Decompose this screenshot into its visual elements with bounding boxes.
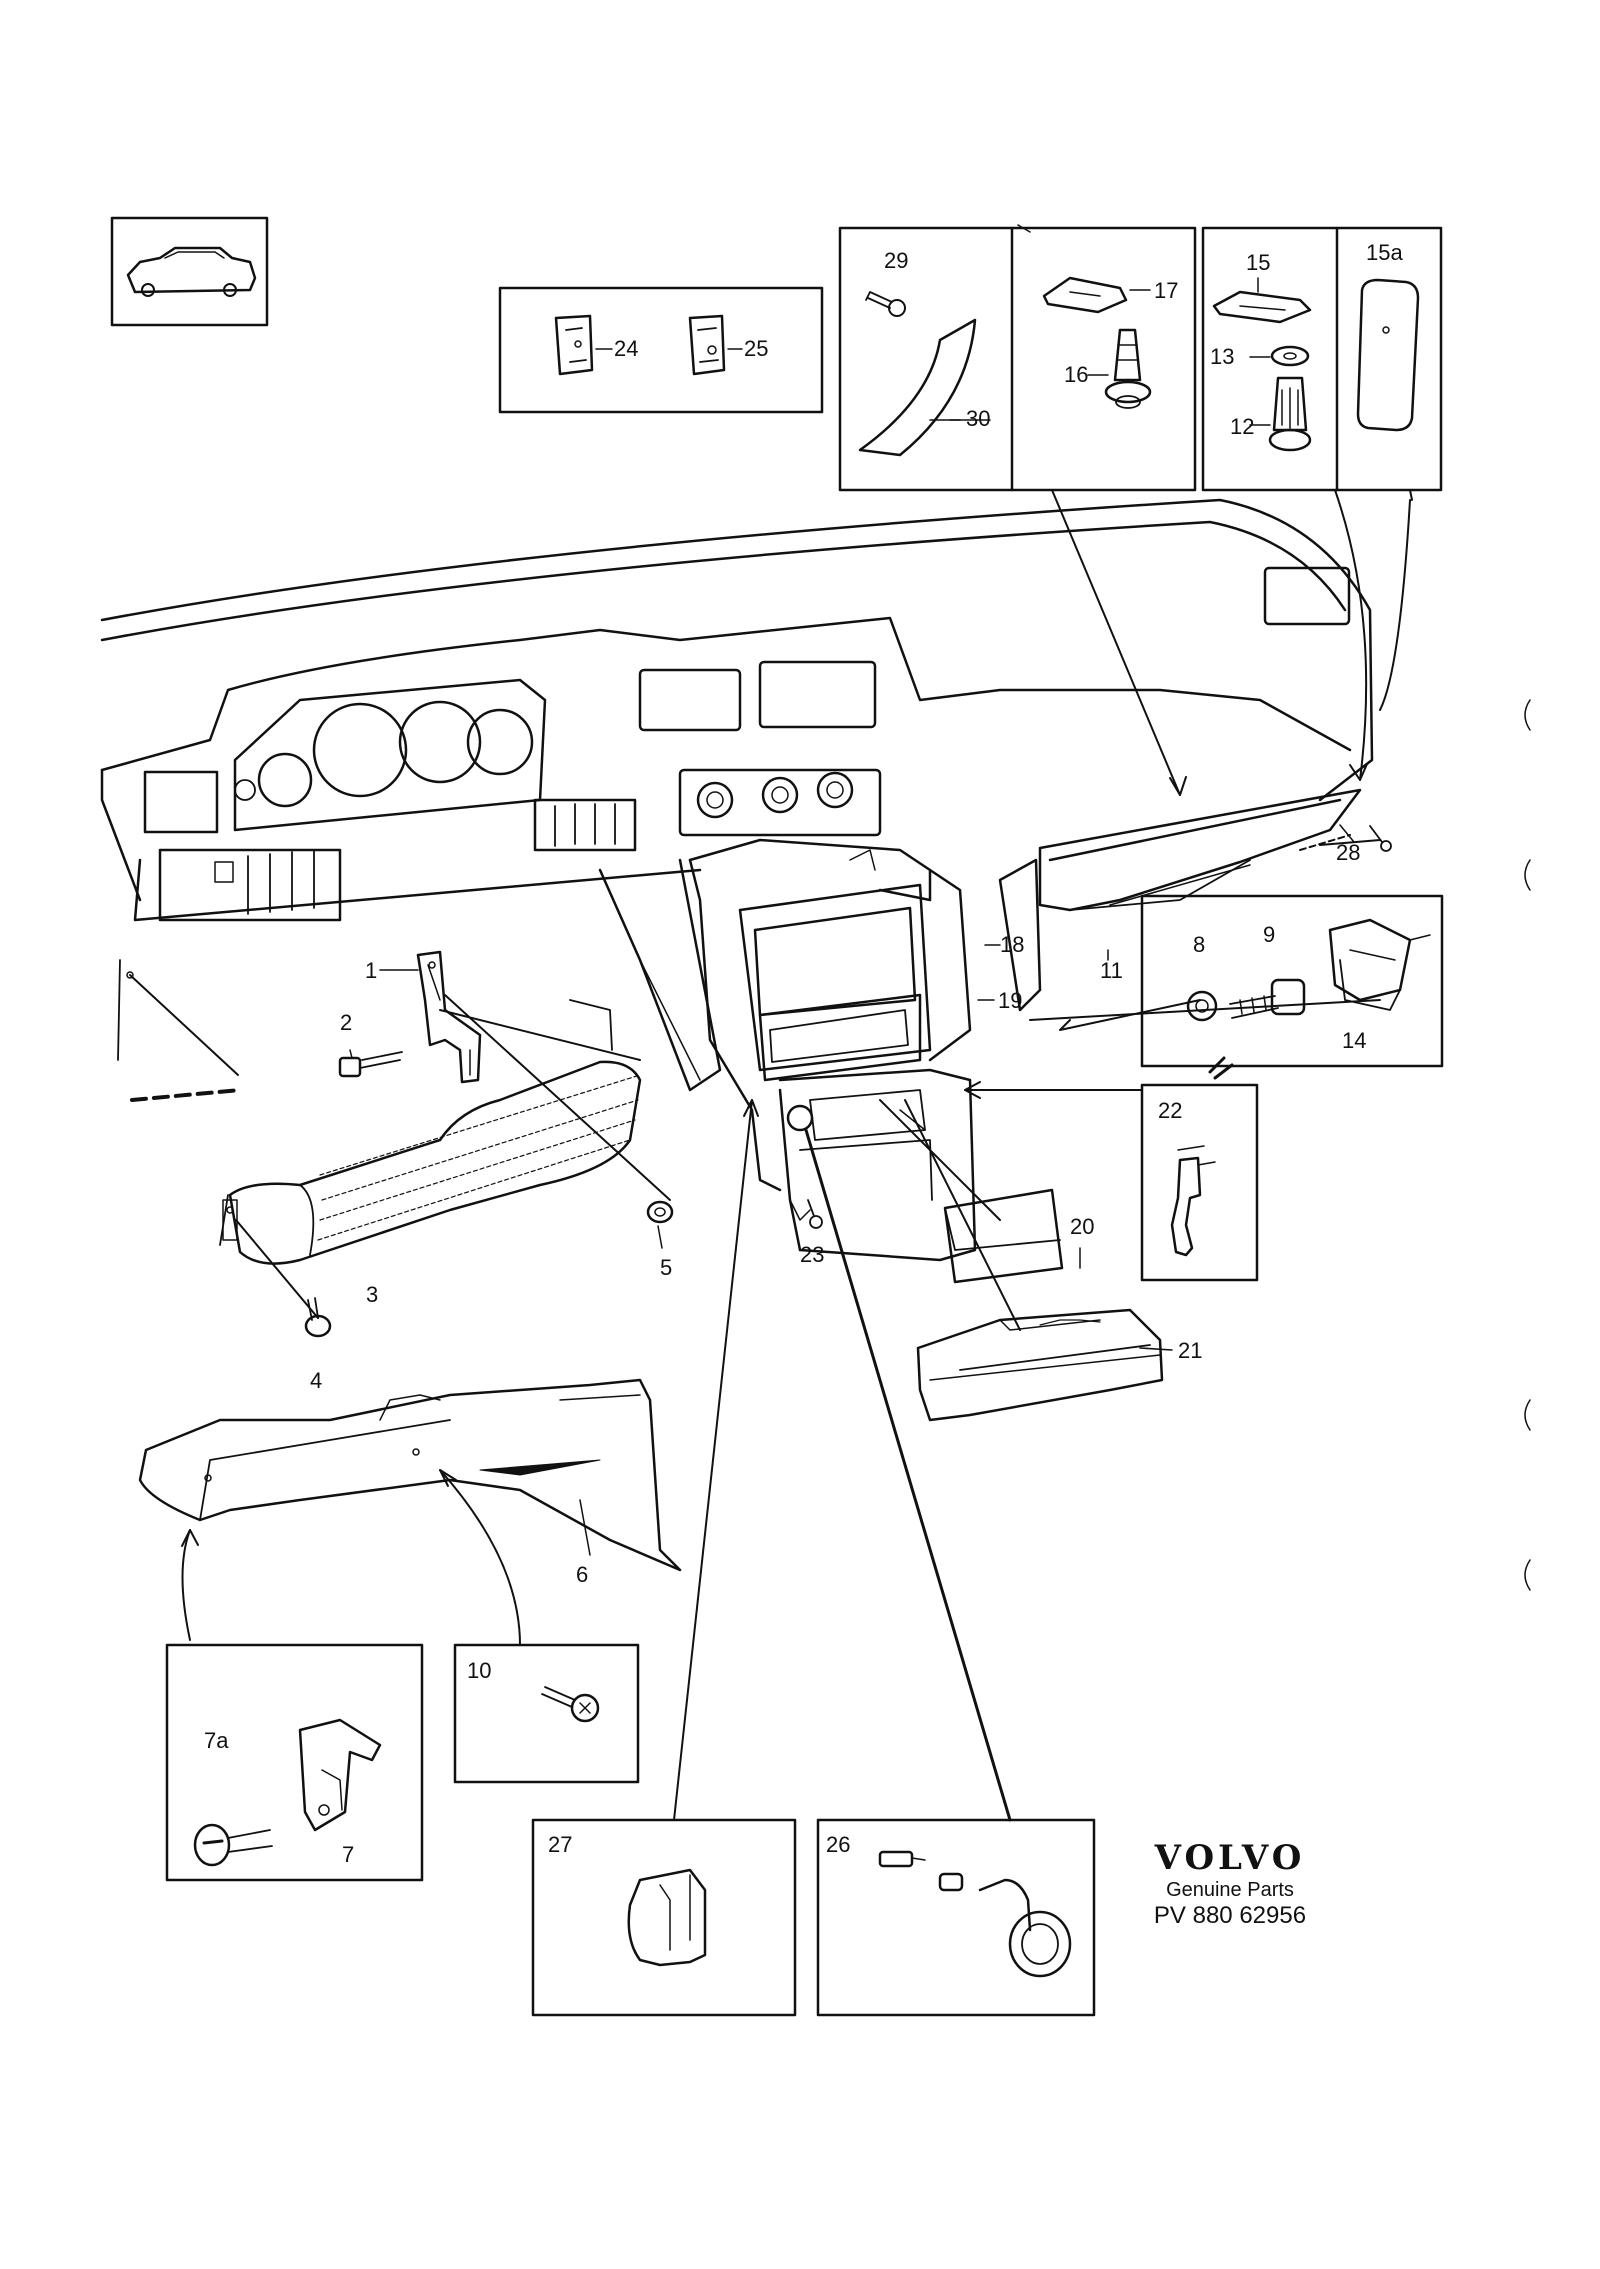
screw-part-23 [807,1199,823,1229]
nut-part-5 [646,1200,674,1224]
callout-18: 18 [1000,932,1024,957]
callout-30: 30 [966,406,990,431]
brand-block: VOLVO Genuine Parts PV 880 62956 [1100,1840,1360,1930]
glovebox [998,788,1362,1012]
callout-16: 16 [1064,362,1088,387]
callout-3: 3 [366,1282,378,1307]
callout-11: 11 [1100,958,1123,983]
callout-21: 21 [1178,1338,1202,1363]
callout-labels: 1 2 3 4 5 6 7 7a 8 9 10 11 12 13 14 15 1… [204,240,1403,1867]
callout-23: 23 [800,1242,824,1267]
box-parts-7a-7 [165,1643,424,1882]
callout-6: 6 [576,1562,588,1587]
bracket-part-1 [416,950,613,1084]
margin-marks [1524,699,1531,1591]
box-parts-29-30-17-16 [838,226,1197,492]
callout-27: 27 [548,1832,572,1857]
tray-part-20 [943,1188,1064,1284]
box-part-22 [1140,1083,1259,1282]
box-part-27 [531,1818,797,2017]
screw-part-28 [1369,825,1392,852]
screw-part-2 [338,1051,403,1078]
box-parts-8-9-14 [1140,894,1444,1068]
callout-8: 8 [1193,932,1205,957]
callout-ticks [349,224,1355,1556]
leader-lines [129,489,1413,1822]
catalog-number: PV 880 62956 [1153,1902,1307,1929]
car-thumbnail [110,216,269,327]
box-parts-15-13-12-15a [1201,226,1443,492]
callout-4: 4 [310,1368,322,1393]
center-console [688,838,977,1262]
callout-20: 20 [1070,1214,1094,1239]
callout-1: 1 [365,958,377,983]
callout-10: 10 [467,1658,491,1683]
callout-24: 24 [614,336,638,361]
box-clips-24-25 [498,286,824,414]
brand-subtitle: Genuine Parts [1166,1879,1294,1901]
callout-5: 5 [660,1255,672,1280]
dashboard [100,498,1374,1092]
callout-26: 26 [826,1832,850,1857]
air-duct-part-3 [219,1060,642,1265]
box-part-26 [816,1818,1096,2017]
callout-17: 17 [1154,278,1178,303]
callout-28: 28 [1336,840,1360,865]
ashtray-part-21 [916,1308,1164,1422]
callout-12: 12 [1230,414,1254,439]
callout-15a: 15a [1366,240,1403,265]
callout-15: 15 [1246,250,1270,275]
callout-19: 19 [998,988,1022,1013]
volvo-logo: VOLVO [1154,1838,1306,1878]
box-part-10 [453,1643,640,1784]
callout-22: 22 [1158,1098,1182,1123]
callout-7a: 7a [204,1728,229,1753]
callout-9: 9 [1263,922,1275,947]
callout-2: 2 [340,1010,352,1035]
callout-13: 13 [1210,344,1234,369]
callout-29: 29 [884,248,908,273]
callout-25: 25 [744,336,768,361]
callout-7: 7 [342,1842,354,1867]
screw-part-4 [304,1297,332,1338]
lower-panel-part-6 [138,1378,682,1572]
callout-14: 14 [1342,1028,1366,1053]
